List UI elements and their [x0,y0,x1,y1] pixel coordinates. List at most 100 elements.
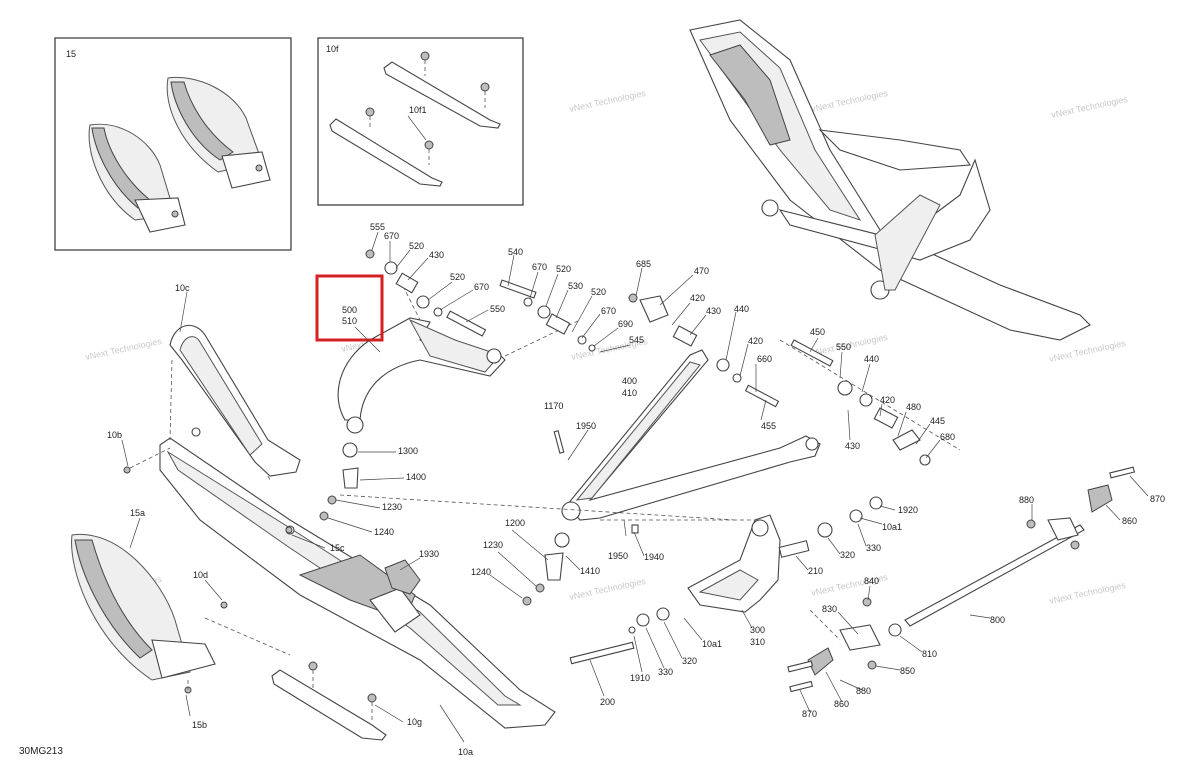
part-callout: 520 [450,272,465,282]
ski-handle [169,324,301,481]
highlight-callout: 510 [342,316,357,326]
part-callout: 870 [802,709,817,719]
part-callout: 880 [1019,495,1034,505]
part-callout: 670 [384,231,399,241]
part-callout: 420 [880,395,895,405]
upper-hardware [365,249,596,352]
part-callout: 690 [618,319,633,329]
upper-a-arm [337,279,581,434]
part-callout: 870 [1150,494,1165,504]
watermark: vNext Technologies [810,88,889,114]
part-callout: 470 [694,266,709,276]
part-callout: 850 [900,666,915,676]
part-callout: 840 [864,576,879,586]
part-callout: 550 [490,304,505,314]
watermark: vNext Technologies [1050,94,1129,120]
part-callout: 1410 [580,566,600,576]
lower-hardware [628,293,961,466]
highlight-frame [315,274,384,342]
part-callout: 1300 [398,446,418,456]
part-callout: 1910 [630,673,650,683]
part-callout: 1170 [544,401,563,411]
lower-a-arm [561,325,821,521]
part-callout: 670 [532,262,547,272]
part-callout: 440 [864,354,879,364]
part-callout: 1920 [898,505,918,515]
part-callout: 450 [810,327,825,337]
part-callout: 310 [750,637,765,647]
part-callout: 10d [193,570,208,580]
part-callout: 520 [591,287,606,297]
part-callout: 670 [474,282,489,292]
part-callout: 800 [990,615,1005,625]
part-callout: 860 [834,699,849,709]
part-callout: 555 [370,222,385,232]
part-callout: 1240 [471,567,491,577]
part-callout: 330 [658,667,673,677]
part-callout: 200 [600,697,615,707]
ski-blade [71,533,291,694]
part-callout: 830 [822,604,837,614]
part-callout: 660 [757,354,772,364]
part-callout: 15a [130,508,145,518]
highlight-callout: 500 [342,305,357,315]
part-callout: 15b [192,720,207,730]
inset-label: 10f [326,44,339,54]
leader-lines [121,231,1149,743]
part-callout: 420 [690,293,705,303]
part-callout: 430 [845,441,860,451]
part-callout: 10c [175,283,190,293]
part-callout: 1930 [419,549,439,559]
watermark: vNext Technologies [568,576,647,602]
part-callout: 10g [407,717,422,727]
part-callout: 1230 [483,540,503,550]
part-callout: 330 [866,543,881,553]
ski-assembly [123,427,556,741]
part-callout: 685 [636,259,651,269]
inset-10f: 10f 10f1 [317,37,524,206]
part-callout: 860 [1122,516,1137,526]
ski-assembly-complete [689,19,1091,341]
part-callout: 880 [856,686,871,696]
part-callout: 455 [761,421,776,431]
part-callout: 1240 [374,527,394,537]
watermark: vNext Technologies [1048,338,1127,364]
rear-parts [787,466,1136,693]
highlight-box: 500 510 [315,274,384,353]
part-callout: 520 [409,241,424,251]
part-callout: 320 [682,656,697,666]
inset-label: 15 [66,49,76,59]
part-callout: 1400 [406,472,426,482]
diagram-code: 30MG213 [19,746,63,757]
part-callout: 545 [629,335,644,345]
part-callout: 10a1 [702,639,722,649]
part-callout: 680 [940,432,955,442]
part-callout: 10f1 [409,105,427,115]
part-callout: 300 [750,625,765,635]
part-callout: 810 [922,649,937,659]
part-callout: 430 [429,250,444,260]
part-callout: 445 [930,416,945,426]
part-callout: 670 [601,306,616,316]
part-callout: 540 [508,247,523,257]
inset-15: 15 [54,37,292,251]
part-callout: 400 [622,376,637,386]
part-callout: 550 [836,342,851,352]
callouts: 10c 10b 15a 10d 15b 15c 10g 10a 1930 555… [107,222,1165,757]
watermark: vNext Technologies [568,88,647,114]
part-callout: 1950 [576,421,596,431]
part-callout: 1200 [505,518,525,528]
watermark: vNext Technologies [1048,580,1127,606]
part-callout: 210 [808,566,823,576]
part-callout: 1940 [644,552,664,562]
part-callout: 430 [706,306,721,316]
part-callout: 10a1 [882,522,902,532]
part-callout: 15c [330,543,345,553]
part-callout: 480 [906,402,921,412]
part-callout: 440 [734,304,749,314]
watermark: vNext Technologies [84,336,163,362]
part-callout: 1230 [382,502,402,512]
part-callout: 420 [748,336,763,346]
part-callout: 1950 [608,551,628,561]
